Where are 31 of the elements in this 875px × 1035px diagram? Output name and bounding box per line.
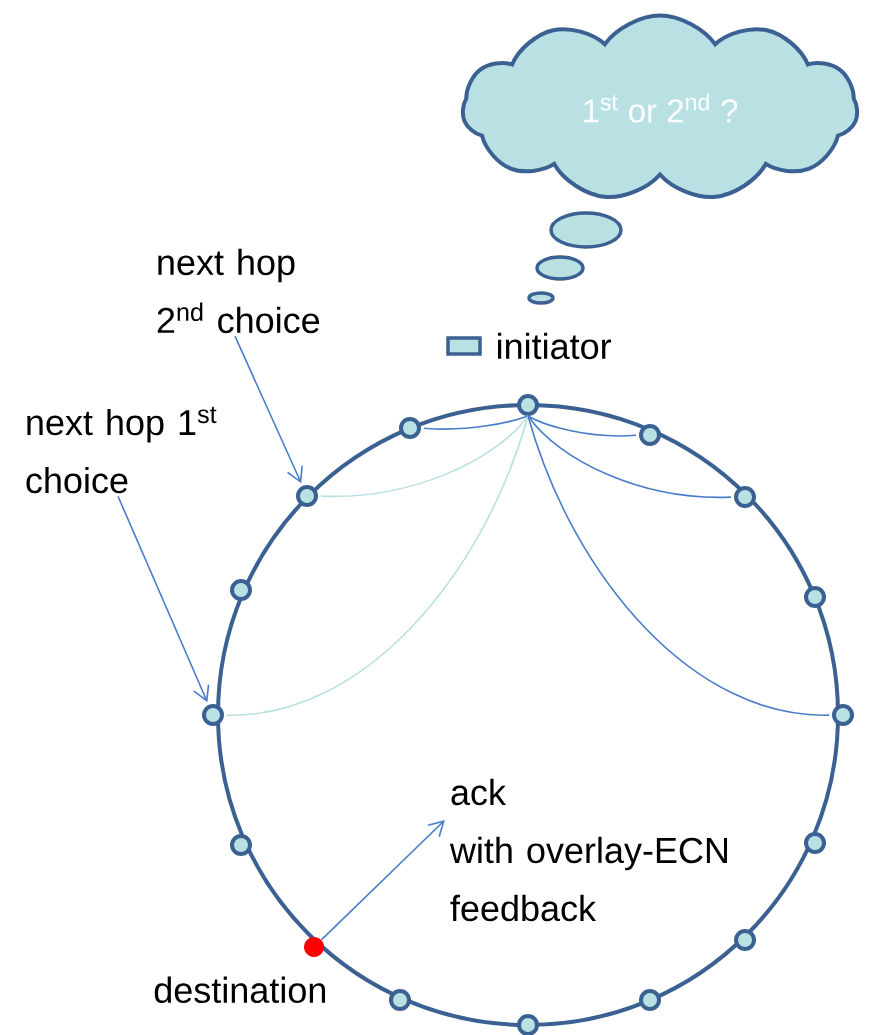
connector-curve xyxy=(226,415,529,716)
arrow xyxy=(320,820,445,941)
ring-node xyxy=(639,424,661,446)
annotation-text: next hop 2$^{nd}$ choice xyxy=(157,248,320,334)
ring-node xyxy=(389,989,411,1011)
ring-node xyxy=(230,579,252,601)
ring-node xyxy=(804,586,826,608)
ring-node xyxy=(230,834,252,856)
connector-curve xyxy=(527,415,637,437)
ring-node xyxy=(734,929,756,951)
legend-label: initiator xyxy=(498,332,612,360)
connector-curve xyxy=(423,415,529,430)
arrow xyxy=(117,495,210,703)
annotation-text: ack with overlay-ECN feedback xyxy=(449,778,727,922)
arrow xyxy=(234,335,303,484)
ring-node xyxy=(832,704,854,726)
ring-node xyxy=(399,417,421,439)
ring-node xyxy=(517,394,539,416)
destination-dot xyxy=(304,937,324,957)
ring-node xyxy=(517,1014,539,1035)
ring-node xyxy=(202,704,224,726)
connector-curve xyxy=(527,415,830,716)
ring-node xyxy=(296,485,318,507)
ring-node xyxy=(734,486,756,508)
thought-cloud: 1$^{st}$ or 2$^{nd}$ ? xyxy=(460,13,860,199)
annotation-text: next hop 1$^{st}$ choice xyxy=(26,406,217,494)
ring-node xyxy=(804,832,826,854)
node-caption: destination xyxy=(154,976,326,1004)
connector-curve xyxy=(320,415,529,497)
ring-node xyxy=(639,989,661,1011)
connector-curve xyxy=(527,415,732,498)
